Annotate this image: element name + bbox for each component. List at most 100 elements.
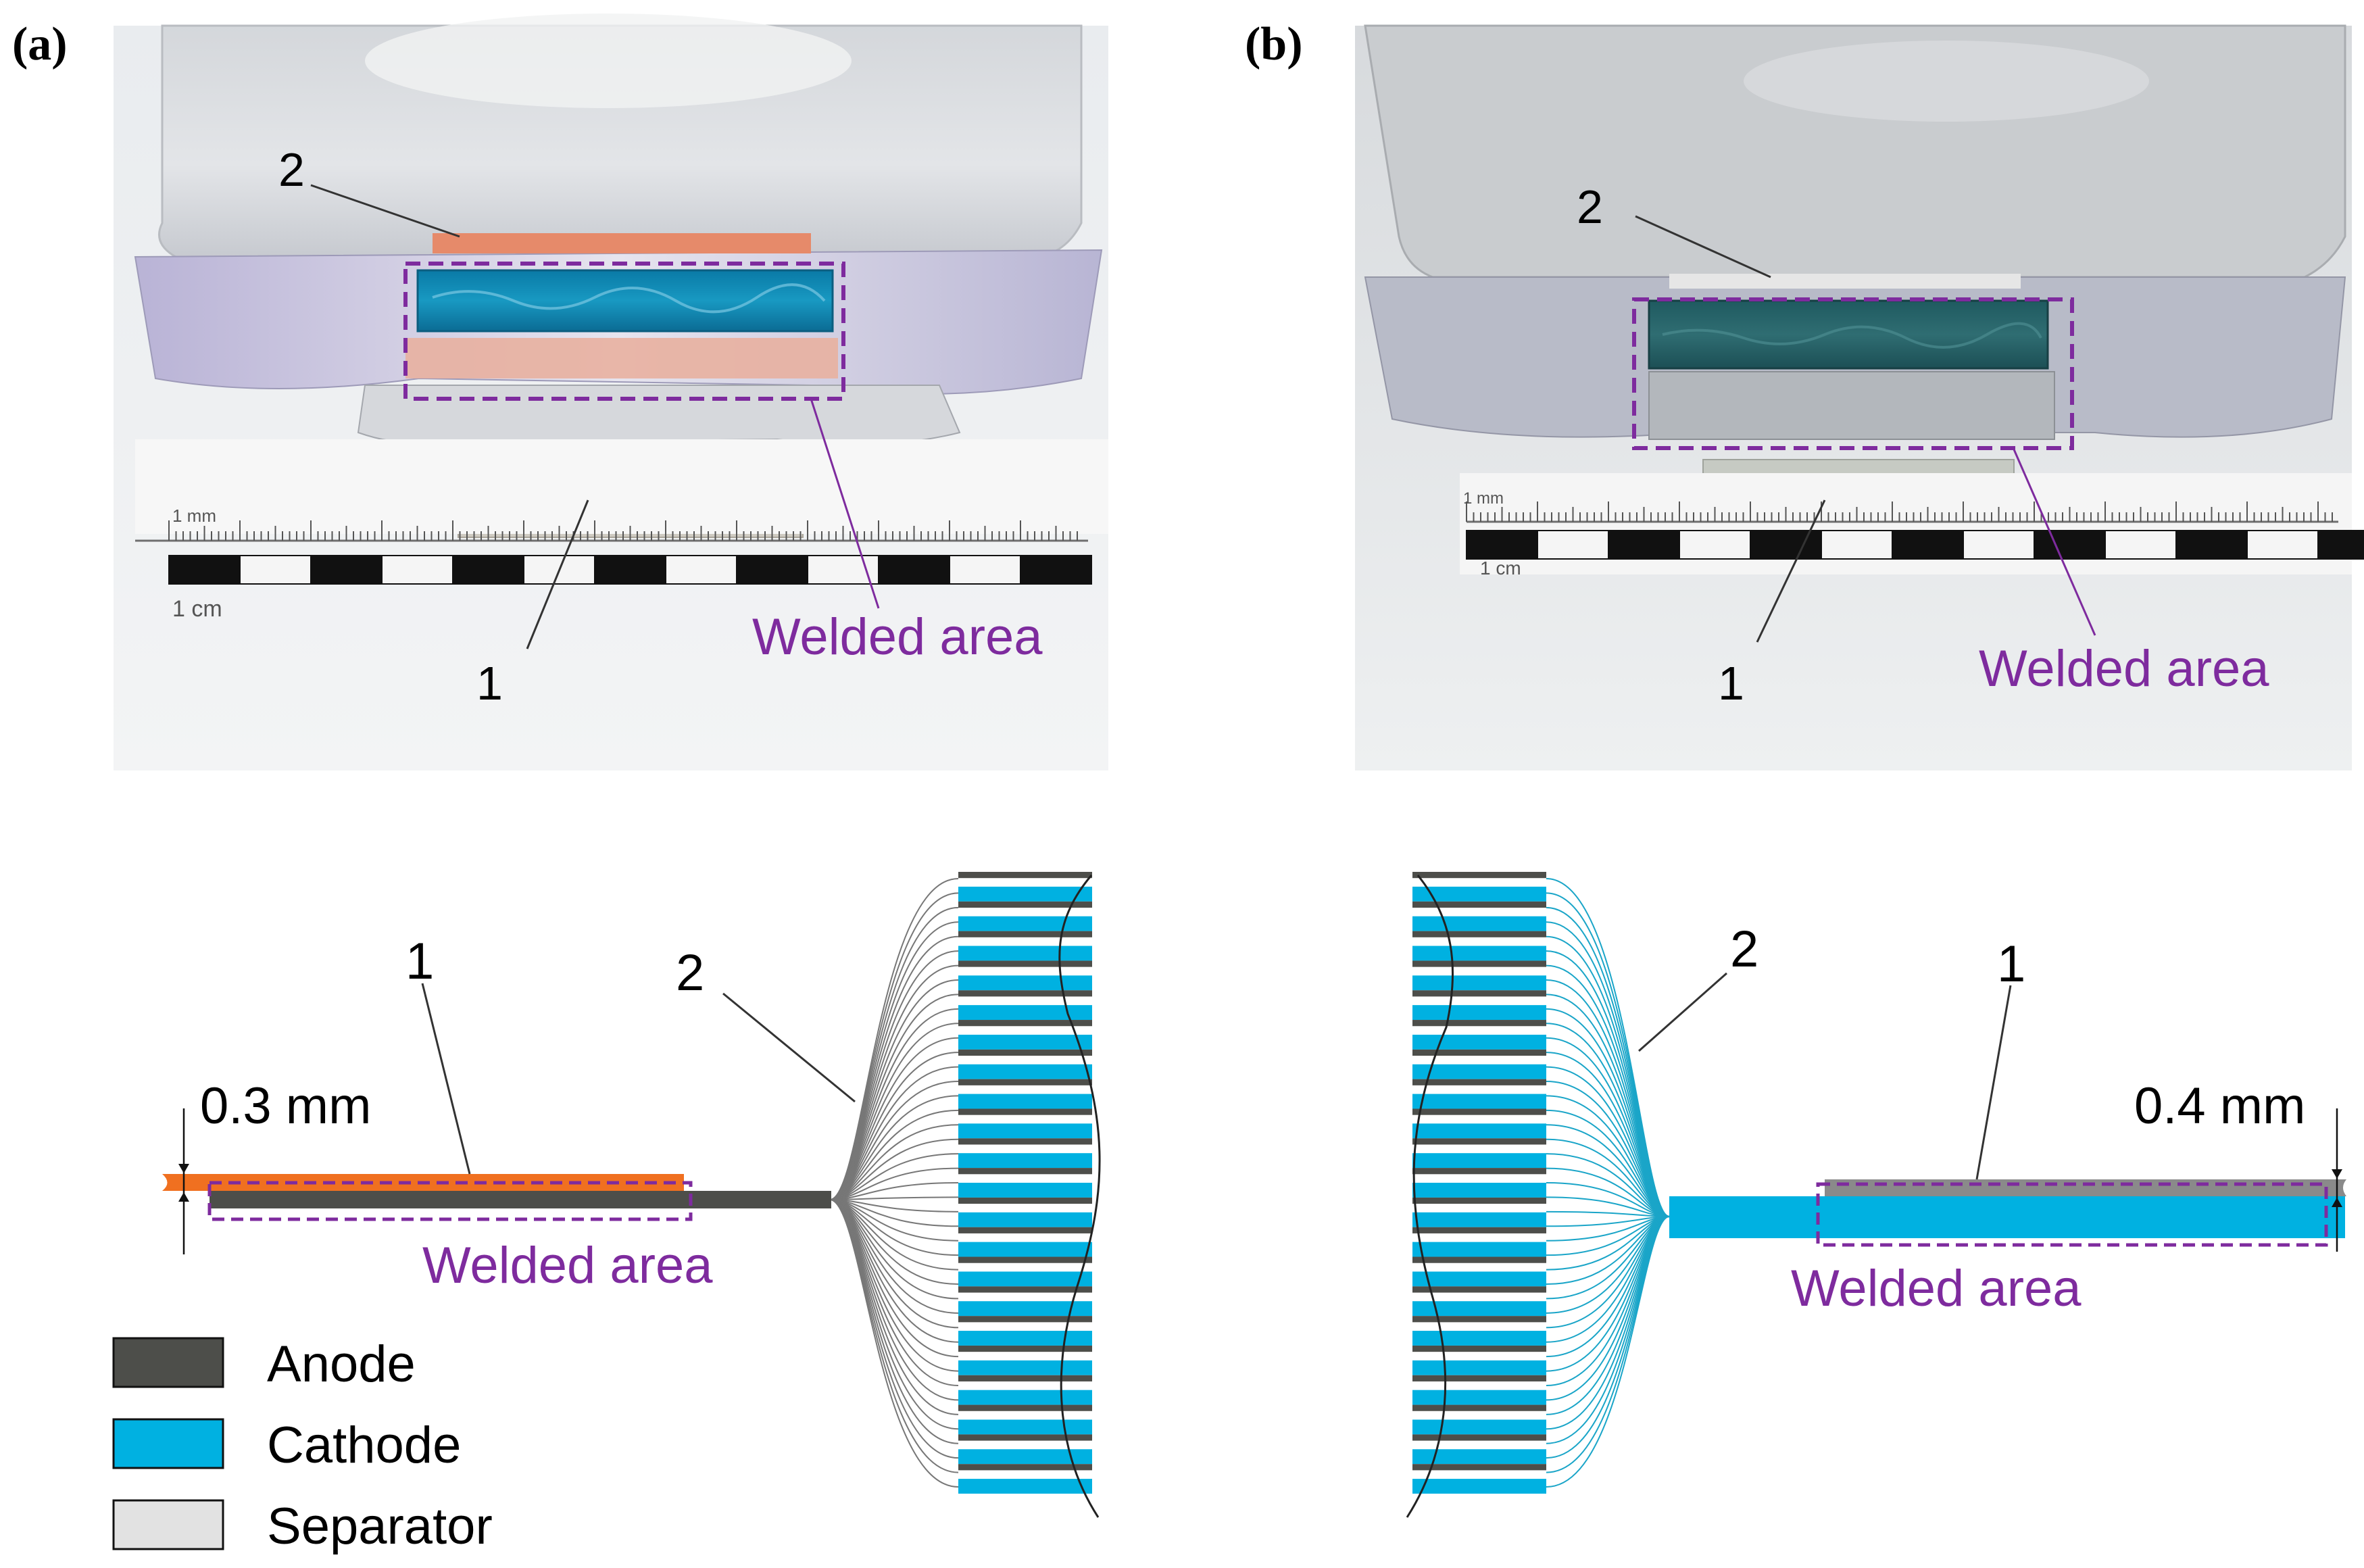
ruler-checker-cell (2175, 530, 2248, 560)
stack-anode-layer (1412, 1316, 1546, 1323)
stack-anode-layer (1412, 1227, 1546, 1233)
stack-cathode-layer (1412, 946, 1546, 961)
legend-label-separator: Separator (267, 1498, 493, 1555)
legend-swatch-cathode (112, 1418, 224, 1469)
panel-a-ruler-ticks (168, 520, 1078, 541)
stack-cathode-layer (1412, 1271, 1546, 1287)
stack-cathode-layer (958, 1212, 1092, 1227)
stack-anode-layer (958, 1286, 1092, 1293)
panel-b-thickness-label: 0.4 mm (2134, 1077, 2305, 1135)
stack-cathode-layer (958, 1242, 1092, 1257)
stack-anode-layer (1412, 1434, 1546, 1441)
stack-cathode-layer (1412, 1360, 1546, 1375)
fan-foil-line (1546, 878, 1670, 1217)
stack-cathode-layer (958, 1390, 1092, 1405)
stack-cathode-layer (958, 1419, 1092, 1435)
ruler-checker-cell (1020, 555, 1092, 585)
ruler-checker-cell (878, 555, 950, 585)
panel-a-schema-callout-1: 1 (405, 933, 434, 990)
stack-anode-layer (1412, 1345, 1546, 1352)
panel-a-schematic (162, 872, 1101, 1518)
ruler-checker-cell (1821, 530, 1893, 560)
stack-cathode-layer (958, 1183, 1092, 1198)
legend-swatch-anode (112, 1337, 224, 1388)
panel-b-schema-leader-2 (1638, 972, 1727, 1052)
panel-b-photo-callout-2: 2 (1577, 180, 1603, 233)
legend-label-cathode: Cathode (267, 1417, 461, 1474)
fan-foil-line (829, 1196, 959, 1200)
ruler-checker-cell (807, 555, 879, 585)
panel-a-photo-leader-welded (810, 398, 880, 609)
ruler-checker-cell (949, 555, 1021, 585)
panel-a-schema-callout-2: 2 (676, 944, 704, 1002)
ruler-checker-cell (1537, 530, 1609, 560)
panel-a-label: (a) (12, 18, 68, 70)
stack-anode-layer (958, 931, 1092, 937)
stack-anode-layer (1412, 901, 1546, 908)
stack-anode-layer (1412, 1375, 1546, 1381)
panel-b-photo: 1 mm 1 cm (1355, 24, 2364, 770)
stack-cathode-layer (1412, 886, 1546, 902)
stack-anode-layer (1412, 1256, 1546, 1263)
stack-anode-layer (1412, 1464, 1546, 1471)
stack-cathode-layer (1412, 1449, 1546, 1465)
panel-b-electrode-fan (1546, 878, 1670, 1488)
stack-anode-layer (1412, 960, 1546, 967)
panel-b-scale-cm: 1 cm (1480, 558, 1521, 579)
panel-b-photo-welded-outline (1632, 297, 2074, 450)
panel-b-label: (b) (1245, 18, 1303, 70)
panel-b-photo-welded-label: Welded area (1979, 640, 2269, 697)
stack-cathode-layer (1412, 1153, 1546, 1169)
panel-a-photo-welded-label: Welded area (752, 608, 1043, 666)
stack-cathode-layer (958, 1094, 1092, 1109)
panel-b-wavy-edge (1406, 875, 1454, 1518)
stack-cathode-layer (1412, 1094, 1546, 1109)
panel-a-scale-cm: 1 cm (172, 596, 222, 622)
panel-b-aluminium-tab (1825, 1179, 2338, 1196)
ruler-checker-cell (594, 555, 666, 585)
stack-anode-layer (1412, 931, 1546, 937)
stack-cathode-layer (1412, 1419, 1546, 1435)
stack-anode-layer (958, 1049, 1092, 1056)
fan-foil-line (829, 892, 959, 1200)
stack-anode-layer (1412, 1138, 1546, 1145)
ruler-checker-cell (1679, 530, 1751, 560)
fan-foil-line (829, 1095, 959, 1200)
panel-b-cathode-strip (1669, 1196, 2345, 1238)
panel-b-schema-leader-1 (1975, 985, 2012, 1180)
stack-cathode-layer (958, 1360, 1092, 1375)
ruler-checker-cell (736, 555, 808, 585)
panel-b-photo-leader-welded (2013, 449, 2096, 636)
stack-anode-layer (1412, 1404, 1546, 1411)
stack-anode-layer (1412, 1168, 1546, 1175)
fan-foil-line (829, 935, 959, 1200)
stack-anode-layer (958, 1197, 1092, 1204)
stack-anode-layer (1412, 1108, 1546, 1115)
stack-cathode-layer (958, 1034, 1092, 1050)
stack-cathode-layer (958, 1153, 1092, 1169)
stack-anode-layer (958, 1434, 1092, 1441)
panel-b-scale-mm: 1 mm (1463, 489, 1504, 508)
panel-a-scale-mm: 1 mm (172, 506, 216, 526)
panel-a-photo-callout-2: 2 (278, 143, 305, 196)
stack-cathode-layer (1412, 1242, 1546, 1257)
stack-cathode-layer (1412, 1123, 1546, 1139)
panel-b-schema-welded-outline (1816, 1182, 2328, 1247)
ruler-checker-cell (2317, 530, 2364, 560)
panel-b-ruler-checker (1466, 530, 2364, 560)
panel-b-photo-leader-2 (1635, 215, 1771, 278)
ruler-checker-cell (2104, 530, 2177, 560)
ruler-checker-cell (1750, 530, 1822, 560)
fan-foil-line (829, 1199, 959, 1459)
panel-b-schematic (1406, 872, 2346, 1518)
stack-cathode-layer (958, 1449, 1092, 1465)
stack-cathode-layer (958, 1005, 1092, 1021)
stack-cathode-layer (1412, 1331, 1546, 1346)
stack-anode-layer (1412, 872, 1546, 879)
legend-swatch-separator (112, 1499, 224, 1550)
stack-anode-layer (958, 1108, 1092, 1115)
stack-anode-layer (1412, 1197, 1546, 1204)
stack-anode-layer (1412, 990, 1546, 997)
panel-a-schema-welded-outline (207, 1181, 693, 1221)
stack-cathode-layer (1412, 1034, 1546, 1050)
